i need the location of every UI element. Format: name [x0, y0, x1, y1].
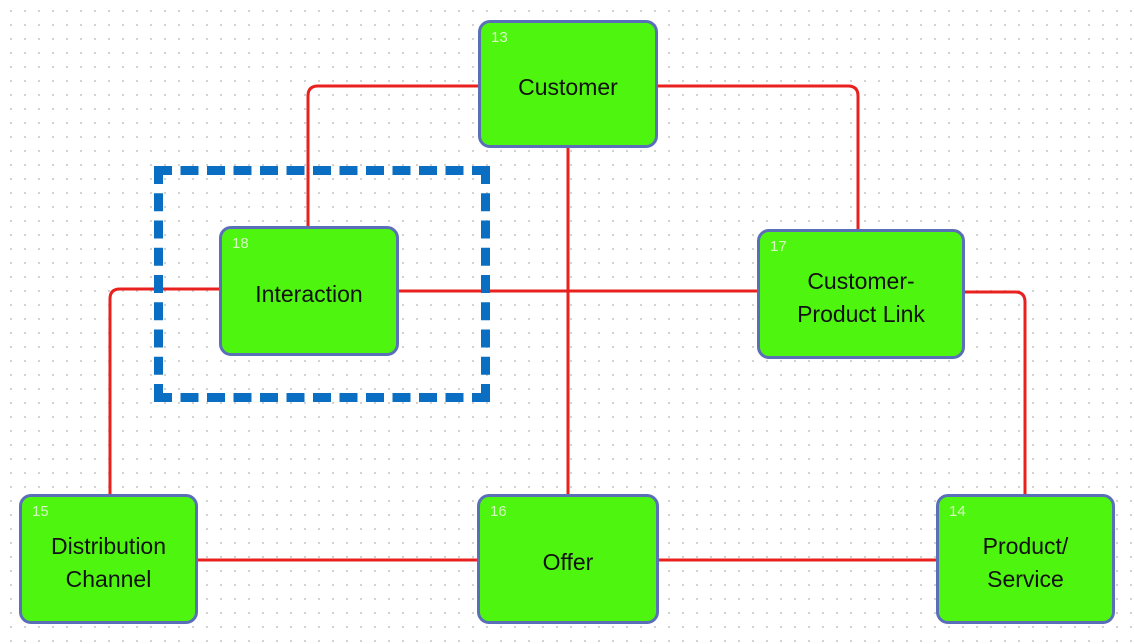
- node-number: 17: [770, 238, 787, 255]
- node-customer[interactable]: 13 Customer: [478, 20, 658, 148]
- node-product-service[interactable]: 14 Product/ Service: [936, 494, 1115, 624]
- node-label: Distribution Channel: [50, 532, 167, 592]
- node-distribution-channel[interactable]: 15 Distribution Channel: [19, 494, 198, 624]
- node-offer[interactable]: 16 Offer: [477, 494, 659, 624]
- node-label: Interaction: [255, 281, 363, 308]
- node-label: Offer: [542, 549, 594, 576]
- node-customer-product-link[interactable]: 17 Customer- Product Link: [757, 229, 965, 359]
- node-number: 15: [32, 503, 49, 520]
- connector-customer-product-link-product-service[interactable]: [963, 290, 1027, 496]
- connector-customer-interaction[interactable]: [306, 84, 478, 228]
- node-label: Product/ Service: [982, 532, 1069, 592]
- connector-customer-customer-product-link[interactable]: [656, 84, 860, 231]
- node-interaction[interactable]: 18 Interaction: [219, 226, 399, 356]
- node-number: 16: [490, 503, 507, 520]
- node-label: Customer- Product Link: [797, 267, 925, 327]
- node-label: Customer: [518, 74, 618, 101]
- node-number: 13: [491, 29, 508, 46]
- connector-interaction-distribution-channel[interactable]: [108, 287, 221, 496]
- selection-marquee[interactable]: [154, 166, 490, 402]
- node-number: 14: [949, 503, 966, 520]
- node-number: 18: [232, 235, 249, 252]
